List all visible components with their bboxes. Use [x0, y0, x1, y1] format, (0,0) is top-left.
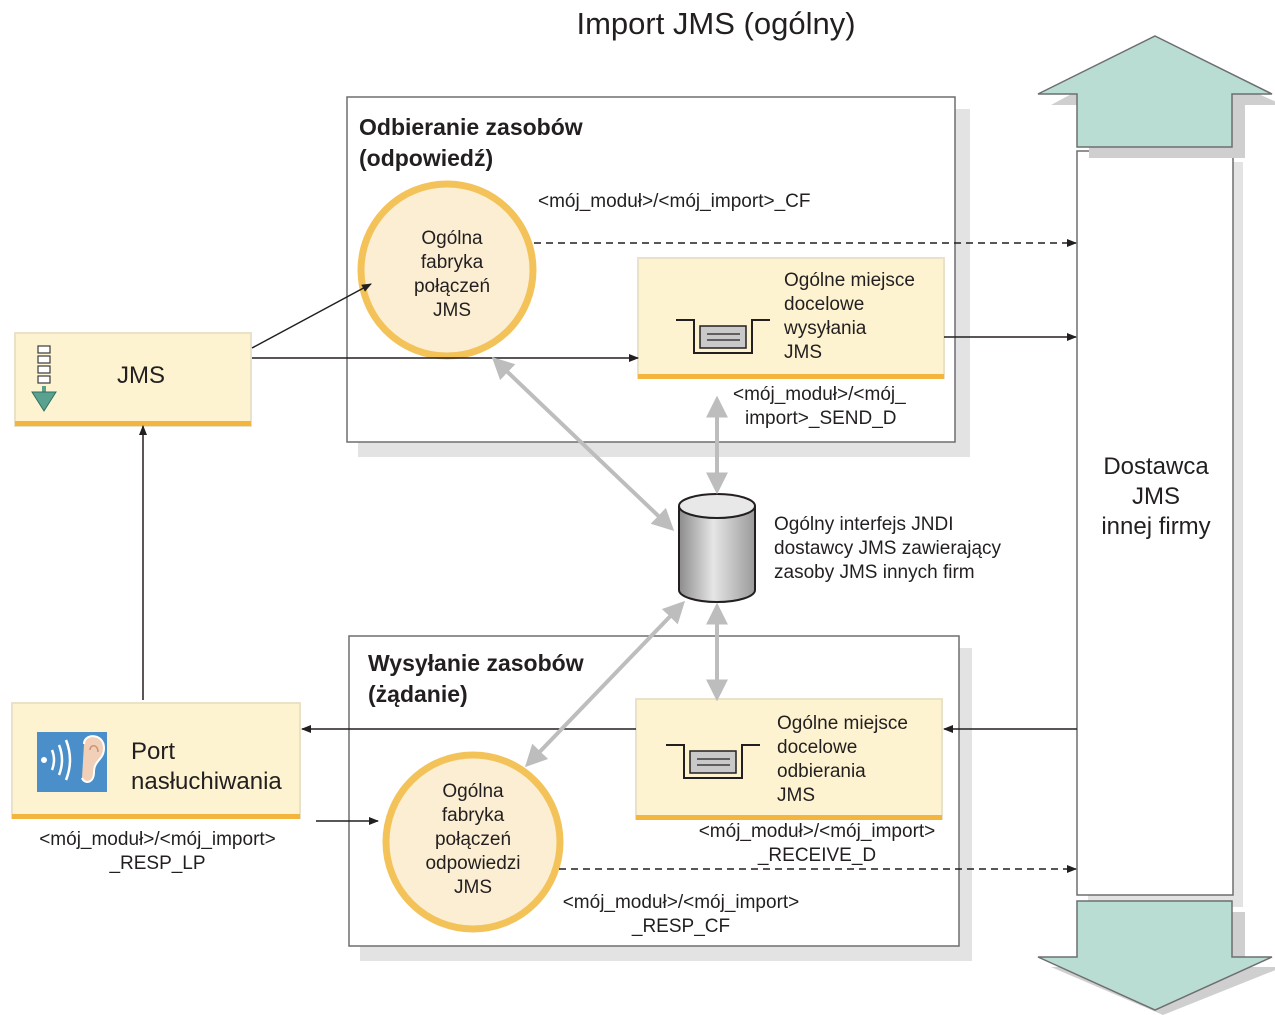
resp-cf-line2: fabryka — [441, 805, 505, 826]
jms-import-icon — [31, 345, 57, 412]
resp-cf-line1: Ogólna — [442, 781, 504, 802]
send-dest-resource-line1: <mój_moduł>/<mój_ — [733, 384, 906, 405]
jms-box — [14, 332, 252, 427]
resp-cf-line4: odpowiedzi — [425, 853, 521, 874]
send-dest-line4: JMS — [784, 342, 822, 363]
receive-dest-resource-line2: _RECEIVE_D — [757, 845, 877, 866]
connection-factory-circle — [357, 180, 537, 360]
cf-resource-label: <mój_moduł>/<mój_import>_CF — [538, 191, 811, 212]
page-title: Import JMS (ogólny) — [576, 6, 856, 41]
send-group-title-line1: Wysyłanie zasobów — [368, 650, 584, 676]
send-dest-line1: Ogólne miejsce — [784, 270, 915, 291]
send-destination-box — [637, 257, 945, 379]
listener-port-line2: nasłuchiwania — [131, 768, 282, 795]
jndi-arrow-resp-factory — [524, 600, 686, 768]
connector-jms-to-factory — [251, 283, 372, 349]
database-cylinder-icon — [678, 493, 756, 603]
listener-resource-line2: _RESP_LP — [109, 853, 206, 874]
cf-circle-line1: Ogólna — [421, 228, 483, 249]
response-connection-factory-circle — [382, 751, 564, 933]
resp-cf-resource-line1: <mój_moduł>/<mój_import> — [562, 892, 800, 913]
send-dest-label: Ogólne miejsce docelowe wysyłania JMS — [784, 269, 915, 365]
cf-circle-label: Ogólna fabryka połączeń JMS — [382, 227, 522, 323]
jndi-label: Ogólny interfejs JNDI dostawcy JMS zawie… — [774, 513, 1001, 585]
send-dest-line3: wysyłania — [784, 318, 867, 339]
cf-circle-line2: fabryka — [420, 252, 484, 273]
send-dest-line2: docelowe — [784, 294, 865, 315]
receive-group-title-line2: (odpowiedź) — [359, 145, 494, 171]
jndi-line3: zasoby JMS innych firm — [774, 562, 975, 583]
provider-line2: JMS — [1132, 483, 1180, 510]
provider-column — [1076, 150, 1243, 907]
receive-group-title-line1: Odbieranie zasobów — [359, 114, 583, 140]
send-group-title-line2: (żądanie) — [368, 681, 468, 707]
receive-dest-resource-label: <mój_moduł>/<mój_import> _RECEIVE_D — [672, 820, 962, 868]
provider-line1: Dostawca — [1103, 453, 1209, 480]
ear-listener-icon — [37, 732, 107, 792]
receive-dest-line2: docelowe — [777, 737, 858, 758]
send-dest-resource-label: <mój_moduł>/<mój_ import>_SEND_D — [733, 383, 906, 431]
jndi-line1: Ogólny interfejs JNDI — [774, 514, 954, 535]
receive-dest-resource-line1: <mój_moduł>/<mój_import> — [698, 821, 936, 842]
resp-cf-line3: połączeń — [434, 829, 512, 850]
receive-dest-line3: odbierania — [777, 761, 866, 782]
listener-resource-line1: <mój_moduł>/<mój_import> — [39, 829, 276, 850]
send-queue-icon — [676, 319, 770, 354]
resp-cf-line5: JMS — [454, 877, 492, 898]
provider-label: Dostawca JMS innej firmy — [1079, 452, 1233, 542]
receive-group-title: Odbieranie zasobów (odpowiedź) — [359, 112, 583, 174]
resp-cf-circle-label: Ogólna fabryka połączeń odpowiedzi JMS — [398, 780, 548, 900]
send-group-title: Wysyłanie zasobów (żądanie) — [368, 648, 584, 710]
listener-port-label: Port nasłuchiwania — [131, 737, 282, 797]
jndi-line2: dostawcy JMS zawierający — [774, 538, 1002, 559]
resp-cf-resource-label: <mój_moduł>/<mój_import> _RESP_CF — [541, 891, 821, 939]
receive-dest-label: Ogólne miejsce docelowe odbierania JMS — [777, 712, 908, 808]
receive-dest-line4: JMS — [777, 785, 815, 806]
cf-circle-line3: połączeń — [413, 276, 491, 297]
provider-line3: innej firmy — [1101, 513, 1211, 540]
send-dest-resource-line2: import>_SEND_D — [745, 408, 897, 429]
jndi-arrow-factory — [491, 356, 675, 532]
cf-circle-line4: JMS — [433, 300, 471, 321]
jms-box-label: JMS — [117, 362, 165, 389]
receive-dest-line1: Ogólne miejsce — [777, 713, 908, 734]
listener-port-line1: Port — [131, 738, 176, 765]
listener-resource-label: <mój_moduł>/<mój_import> _RESP_LP — [10, 828, 305, 876]
provider-down-arrow — [1037, 900, 1275, 1015]
resp-cf-resource-line2: _RESP_CF — [631, 916, 731, 937]
provider-up-arrow — [1037, 35, 1275, 158]
